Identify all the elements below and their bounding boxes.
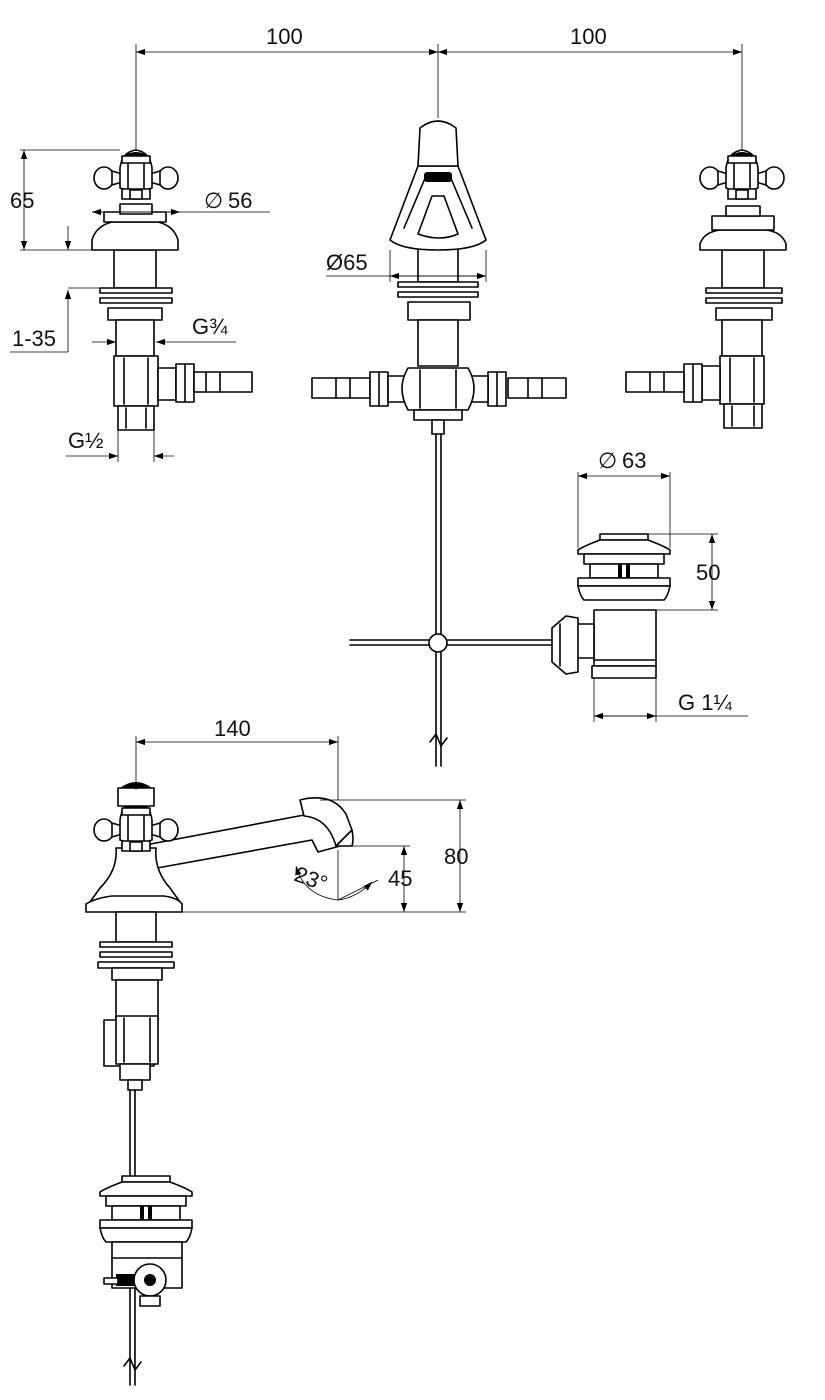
dim-handle-height: 65 xyxy=(10,188,34,213)
dim-thread-large: G¾ xyxy=(192,314,228,339)
popup-waste-top xyxy=(551,533,671,679)
popup-waste-bottom xyxy=(99,1089,193,1386)
dim-spout-reach: 140 xyxy=(214,716,251,741)
dim-spacing-right: 100 xyxy=(570,24,607,49)
diameter-symbol-56: ∅ xyxy=(204,188,223,213)
dimension-lines xyxy=(10,44,748,913)
diameter-symbol-63: ∅ xyxy=(598,448,617,473)
pull-rod-top xyxy=(349,433,561,767)
left-valve xyxy=(91,149,253,431)
side-view-faucet xyxy=(85,782,354,1091)
dim-spacing-left: 100 xyxy=(266,24,303,49)
dim-waste-height: 50 xyxy=(696,560,720,585)
dim-spout-base-diameter: Ø65 xyxy=(326,250,368,275)
dim-spout-height: 80 xyxy=(444,844,468,869)
dim-spout-outlet-height: 45 xyxy=(388,866,412,891)
dim-thread-small: G½ xyxy=(68,428,103,453)
dim-rosette-diameter: 56 xyxy=(228,188,252,213)
dim-waste-thread: G 1¼ xyxy=(678,690,732,715)
dim-spout-angle: 23° xyxy=(291,861,331,896)
dim-deck-thickness: 1-35 xyxy=(12,326,56,351)
dimension-labels: 100 100 65 ∅ 56 G¾ 1-35 G½ Ø65 ∅ 63 50 G… xyxy=(10,24,732,896)
right-valve xyxy=(625,149,787,429)
dim-waste-diameter: 63 xyxy=(622,448,646,473)
center-spout xyxy=(311,120,567,435)
